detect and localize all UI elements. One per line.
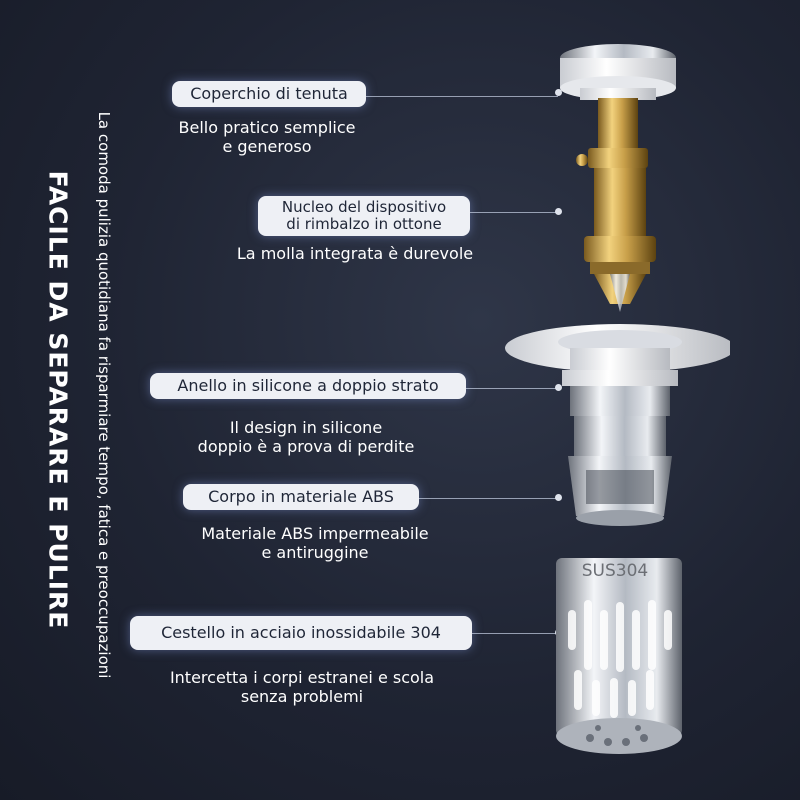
connector-line	[472, 633, 558, 634]
connector-line	[419, 498, 558, 499]
connector-dot	[555, 494, 562, 501]
sealing-cover-shape	[560, 44, 676, 100]
steel-basket-shape: SUS304	[556, 558, 682, 754]
connector-line	[466, 388, 558, 389]
connector-line	[470, 212, 558, 213]
basket-marking: SUS304	[582, 561, 648, 581]
abs-body-shape	[568, 416, 672, 526]
label-silicone-ring: Anello in silicone a doppio strato	[150, 373, 466, 399]
connector-line	[366, 96, 558, 97]
silicone-ring-shape	[505, 324, 730, 416]
connector-dot	[555, 384, 562, 391]
desc-brass-core: La molla integrata è durevole	[236, 244, 474, 263]
vertical-subtitle: La comoda pulizia quotidiana fa risparmi…	[95, 111, 113, 679]
drain-parts-illustration: SUS304	[505, 44, 730, 754]
connector-dot	[555, 89, 562, 96]
label-abs-body: Corpo in materiale ABS	[183, 484, 419, 510]
label-sealing-cover: Coperchio di tenuta	[172, 81, 366, 107]
vertical-title: FACILE DA SEPARARE E PULIRE	[43, 170, 73, 630]
brass-core-shape	[576, 98, 656, 312]
label-steel-basket: Cestello in acciaio inossidabile 304	[130, 616, 472, 650]
connector-dot	[555, 208, 562, 215]
